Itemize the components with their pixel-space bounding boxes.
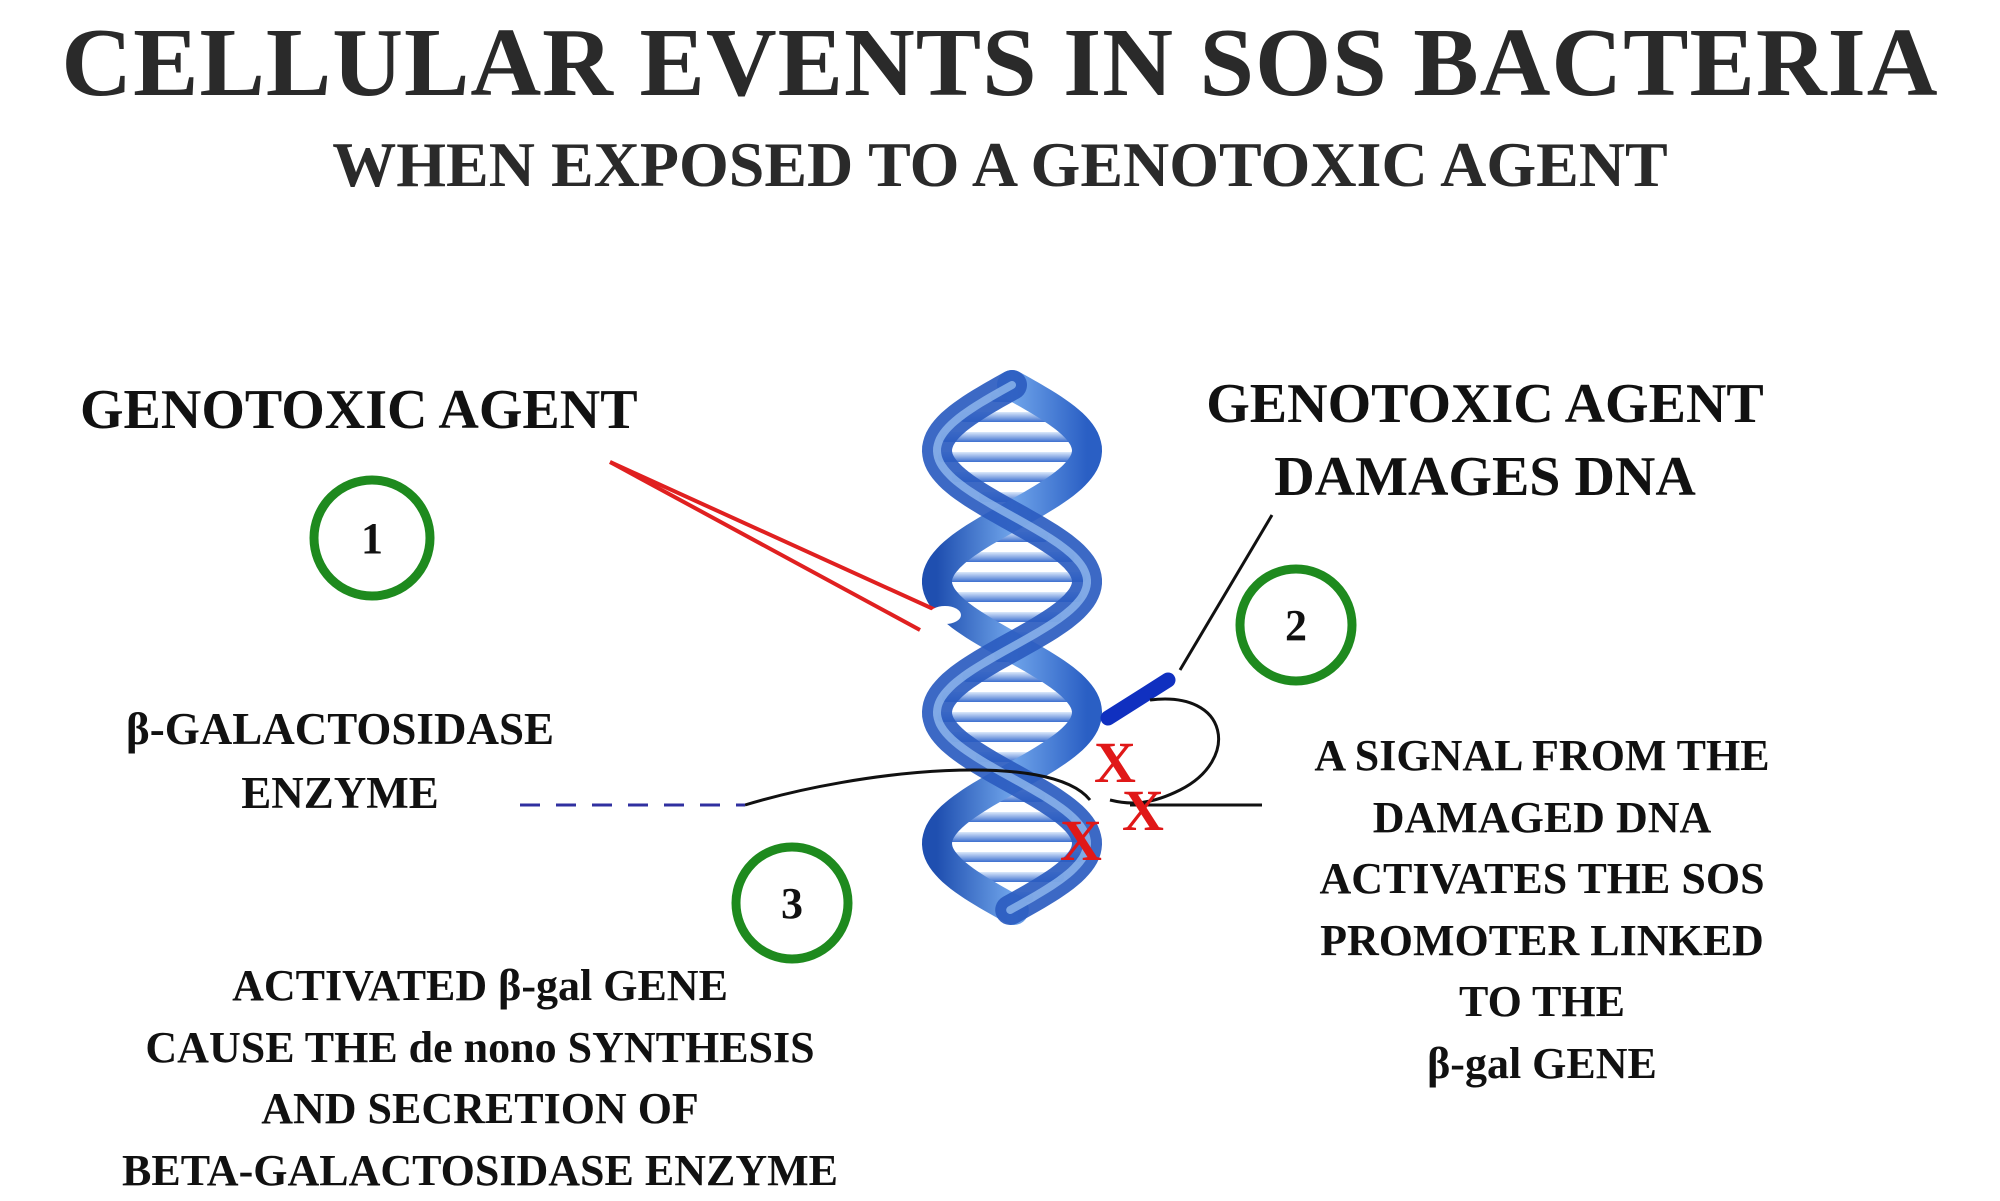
enzyme-label-line: ENZYME	[241, 767, 439, 818]
step-2-number: 2	[1285, 601, 1307, 650]
activated-gene-line: ACTIVATED β-gal GENE	[232, 961, 728, 1010]
damage-label-pointer	[1178, 514, 1274, 671]
activated-gene-line: BETA-GALACTOSIDASE ENZYME	[122, 1145, 838, 1195]
signal-label-line: β-gal GENE	[1427, 1038, 1657, 1088]
dna-base-pair	[937, 572, 1087, 582]
step-1-number: 1	[361, 514, 383, 563]
enzyme-secretion-curve	[744, 768, 1092, 807]
signal-label-line: TO THE	[1459, 977, 1625, 1027]
genotoxic-agent-pointer	[609, 460, 961, 632]
genotoxic-agent-molecule	[1100, 672, 1176, 726]
step-3-number: 3	[781, 879, 803, 928]
dna-base-pair	[940, 432, 1084, 442]
activated-gene-line: AND SECRETION OF	[261, 1084, 699, 1134]
dna-base-pair	[937, 712, 1087, 722]
dna-base-pair	[940, 852, 1084, 862]
dna-base-pair	[949, 552, 1075, 562]
signal-label-line: ACTIVATES THE SOS	[1319, 854, 1765, 904]
dna-base-pair	[942, 592, 1082, 602]
dna-base-pairs	[937, 392, 1087, 902]
dna-base-pair	[949, 732, 1075, 742]
damage-mark: X	[1122, 778, 1164, 843]
dna-helix	[921, 370, 1103, 925]
damage-mark: X	[1094, 730, 1136, 795]
activated-gene-label: ACTIVATED β-gal GENE CAUSE THE de nono S…	[60, 955, 900, 1201]
dna-strand-b-highlight	[932, 381, 1092, 914]
signal-label-line: DAMAGED DNA	[1372, 792, 1712, 842]
damages-dna-label: GENOTOXIC AGENT DAMAGES DNA	[1190, 368, 1780, 514]
activated-gene-line: CAUSE THE de nono SYNTHESIS	[145, 1022, 815, 1072]
enzyme-label-line: β-GALACTOSIDASE	[126, 704, 554, 754]
genotoxic-agent-label: GENOTOXIC AGENT	[80, 379, 638, 441]
damages-dna-line: DAMAGES DNA	[1274, 445, 1696, 508]
dna-base-pair	[937, 832, 1087, 842]
damages-dna-line: GENOTOXIC AGENT	[1206, 373, 1764, 435]
signal-label-line: PROMOTER LINKED	[1320, 915, 1764, 965]
dna-base-pair	[951, 812, 1073, 822]
signal-label-line: A SIGNAL FROM THE	[1314, 731, 1770, 780]
dna-damage-marks: X X X	[1060, 730, 1164, 873]
step-3-marker: 3	[731, 842, 853, 964]
damage-mark: X	[1060, 808, 1102, 873]
dna-base-pair	[942, 692, 1082, 702]
dna-base-pair	[951, 472, 1073, 482]
page-subtitle: WHEN EXPOSED TO A GENOTOXIC AGENT	[332, 129, 1668, 200]
enzyme-label: β-GALACTOSIDASE ENZYME	[80, 698, 600, 826]
step-1-marker: 1	[309, 475, 435, 601]
dna-base-pair	[937, 452, 1087, 462]
page-title: CELLULAR EVENTS IN SOS BACTERIA	[61, 9, 1939, 117]
sos-signal-curve	[1109, 697, 1220, 805]
agent-contact-point	[929, 606, 961, 624]
step-2-marker: 2	[1235, 564, 1357, 686]
signal-label: A SIGNAL FROM THE DAMAGED DNA ACTIVATES …	[1262, 725, 1822, 1095]
